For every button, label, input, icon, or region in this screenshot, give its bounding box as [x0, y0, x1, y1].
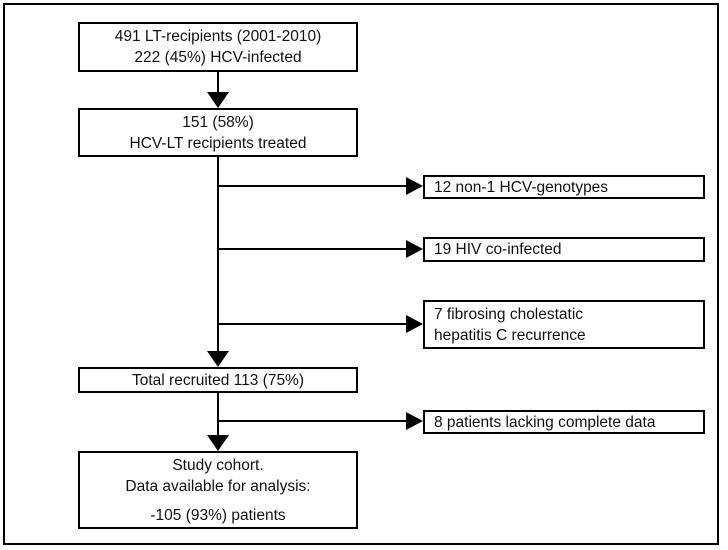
node-total-recruited: Total recruited 113 (75%)	[78, 367, 358, 393]
exclusion-hiv-coinfected: 19 HIV co-infected	[423, 237, 705, 262]
exclusion-fibrosing-line1: 7 fibrosing cholestatic	[434, 305, 584, 323]
arrowhead-down-icon	[207, 351, 229, 367]
outer-frame	[3, 3, 719, 545]
exclusion-lacking-data: 8 patients lacking complete data	[423, 410, 705, 434]
exclusion-non1-genotypes: 12 non-1 HCV-genotypes	[423, 175, 705, 199]
exclusion-hiv-coinfected-label: 19 HIV co-infected	[434, 241, 562, 258]
node-study-cohort-line3: -105 (93%) patients	[150, 506, 286, 524]
node-study-cohort-line1: Study cohort.	[172, 456, 264, 474]
arrowhead-right-icon	[406, 412, 423, 430]
node-study-cohort: Study cohort. Data available for analysi…	[78, 451, 358, 529]
connector-treated-recruited	[217, 157, 219, 353]
connector-exclusion-hiv	[217, 248, 406, 250]
arrowhead-right-icon	[406, 240, 423, 258]
arrowhead-down-icon	[207, 92, 229, 108]
node-hcv-lt-treated: 151 (58%) HCV-LT recipients treated	[78, 108, 358, 157]
connector-exclusion-lacking-data	[217, 420, 406, 422]
exclusion-fibrosing-line2: hepatitis C recurrence	[434, 326, 586, 344]
node-total-recruited-label: Total recruited 113 (75%)	[131, 371, 305, 389]
node-hcv-lt-treated-line2: HCV-LT recipients treated	[129, 134, 307, 152]
arrowhead-down-icon	[207, 435, 229, 451]
arrowhead-right-icon	[406, 315, 423, 333]
exclusion-fibrosing-cholestatic: 7 fibrosing cholestatic hepatitis C recu…	[423, 300, 705, 349]
arrowhead-right-icon	[406, 177, 423, 195]
node-lt-recipients-line2: 222 (45%) HCV-infected	[134, 49, 302, 66]
node-hcv-lt-treated-line1: 151 (58%)	[182, 113, 254, 131]
connector-recipients-treated	[217, 72, 219, 94]
connector-exclusion-fibrosing	[217, 323, 406, 325]
connector-exclusion-genotypes	[217, 185, 406, 187]
connector-recruited-cohort	[217, 393, 219, 437]
node-lt-recipients: 491 LT-recipients (2001-2010) 222 (45%) …	[78, 22, 358, 72]
node-study-cohort-line2: Data available for analysis:	[125, 477, 311, 495]
exclusion-lacking-data-label: 8 patients lacking complete data	[434, 413, 656, 431]
node-lt-recipients-line1: 491 LT-recipients (2001-2010)	[114, 28, 322, 45]
exclusion-non1-genotypes-label: 12 non-1 HCV-genotypes	[434, 178, 609, 196]
